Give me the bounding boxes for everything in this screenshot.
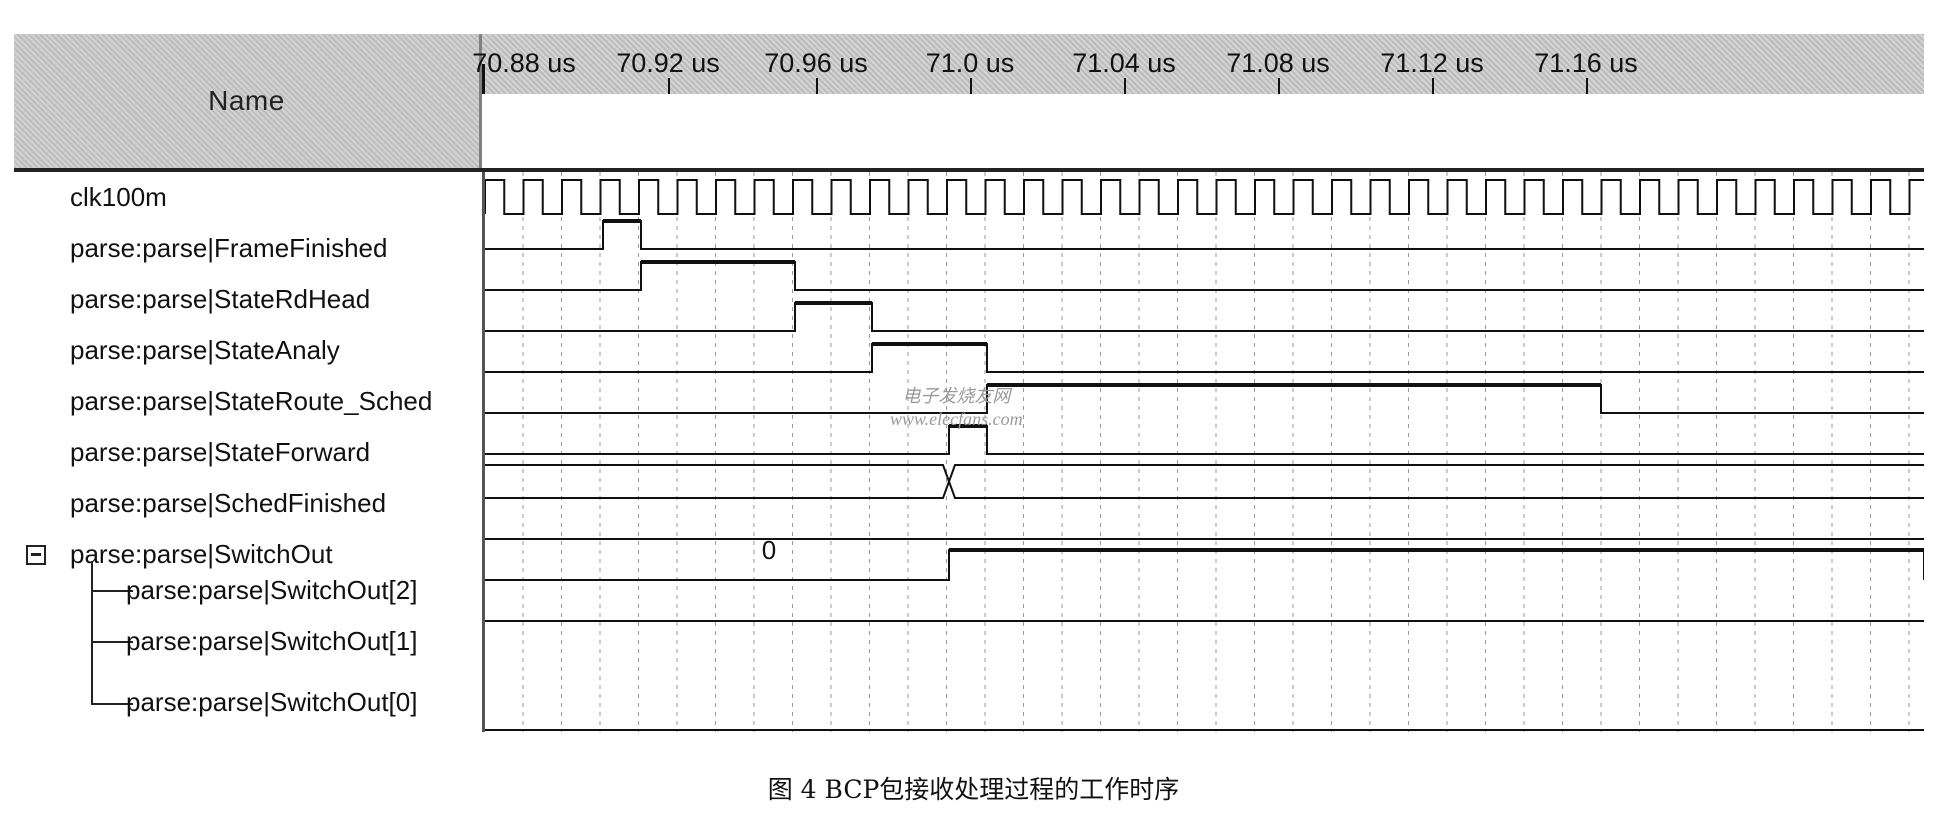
signal-name: parse:parse|FrameFinished <box>70 233 388 263</box>
signal-row-switchout[interactable]: parse:parse|SwitchOut <box>14 529 482 580</box>
ruler-label: 71.12 us <box>1380 48 1484 78</box>
waveform-switchout-upper <box>485 464 1924 499</box>
waveform-stateforward <box>485 384 1924 414</box>
signal-name: parse:parse|StateRdHead <box>70 284 371 314</box>
watermark: 电子发烧友网 www.elecfans.com <box>890 385 1023 432</box>
waveform-viewer: Name 70.88 us 70.92 us 70.96 us 71.0 us … <box>14 34 1924 734</box>
waveform-clk100m <box>485 179 1924 215</box>
signal-name: parse:parse|SwitchOut[0] <box>126 687 418 717</box>
ruler-label: 71.08 us <box>1226 48 1330 78</box>
collapse-minus-icon[interactable] <box>26 544 46 565</box>
signal-name: clk100m <box>70 182 167 212</box>
ruler-tick <box>816 78 818 94</box>
waveforms <box>485 179 1924 731</box>
signal-name-list: clk100m parse:parse|FrameFinished parse:… <box>14 172 482 734</box>
bus-value-label: 0 <box>762 535 776 565</box>
ruler-label: 70.88 us <box>472 48 576 78</box>
signal-row-staterdhead[interactable]: parse:parse|StateRdHead <box>14 274 482 325</box>
figure-caption: 图 4 BCP包接收处理过程的工作时序 <box>767 775 1180 804</box>
signal-row-clk100m[interactable]: clk100m <box>14 172 482 223</box>
waveform-schedfinished <box>485 425 1924 455</box>
ruler-cursor-start <box>482 64 485 94</box>
waveform-stateanaly <box>485 302 1924 332</box>
watermark-text: 电子发烧友网 <box>902 386 1011 406</box>
ruler-tick <box>1432 78 1434 94</box>
signal-name: parse:parse|SchedFinished <box>70 488 387 518</box>
watermark-url: www.elecfans.com <box>890 409 1023 430</box>
waveform-switchout-lower <box>485 464 1924 499</box>
ruler-tick <box>970 78 972 94</box>
ruler-label: 71.04 us <box>1072 48 1176 78</box>
waveform-framefinished <box>485 220 1924 250</box>
signal-name: parse:parse|SwitchOut[1] <box>126 626 418 656</box>
name-header-label: Name <box>208 85 285 116</box>
time-ruler[interactable]: 70.88 us 70.92 us 70.96 us 71.0 us 71.04… <box>472 34 1924 94</box>
signal-row-framefinished[interactable]: parse:parse|FrameFinished <box>14 223 482 274</box>
waveform-stateroute-sched <box>485 343 1924 373</box>
signal-row-stateforward[interactable]: parse:parse|StateForward <box>14 427 482 478</box>
ruler-label: 71.0 us <box>925 48 1015 78</box>
signal-row-stateroute-sched[interactable]: parse:parse|StateRoute_Sched <box>14 376 482 427</box>
tree-branch-line <box>91 703 133 705</box>
signal-row-switchout-1[interactable]: parse:parse|SwitchOut[1] <box>14 616 482 667</box>
signal-name: parse:parse|SwitchOut[2] <box>126 575 418 605</box>
signal-name: parse:parse|StateAnaly <box>70 335 340 365</box>
signal-name: parse:parse|SwitchOut <box>70 539 333 569</box>
name-column-header[interactable]: Name <box>14 34 482 168</box>
ruler-tick <box>1586 78 1588 94</box>
waveform-canvas: 0 <box>485 172 1924 732</box>
header-divider <box>14 168 1924 172</box>
tree-connector-line <box>91 562 93 704</box>
tree-branch-line <box>91 641 133 643</box>
signal-row-schedfinished[interactable]: parse:parse|SchedFinished <box>14 478 482 529</box>
signal-name: parse:parse|StateRoute_Sched <box>70 386 433 416</box>
signal-name: parse:parse|StateForward <box>70 437 371 467</box>
ruler-tick <box>1278 78 1280 94</box>
signal-row-switchout-2[interactable]: parse:parse|SwitchOut[2] <box>14 565 482 616</box>
ruler-label: 70.96 us <box>764 48 868 78</box>
ruler-tick <box>1124 78 1126 94</box>
ruler-label: 71.16 us <box>1534 48 1638 78</box>
signal-row-switchout-0[interactable]: parse:parse|SwitchOut[0] <box>14 677 482 728</box>
waveform-panel[interactable]: 0 <box>482 172 1924 732</box>
signal-row-stateanaly[interactable]: parse:parse|StateAnaly <box>14 325 482 376</box>
tree-branch-line <box>91 590 133 592</box>
waveform-staterdhead <box>485 261 1924 291</box>
grid-lines <box>522 172 1910 732</box>
waveform-switchout-1 <box>485 549 1924 581</box>
ruler-tick <box>668 78 670 94</box>
ruler-label: 70.92 us <box>616 48 720 78</box>
